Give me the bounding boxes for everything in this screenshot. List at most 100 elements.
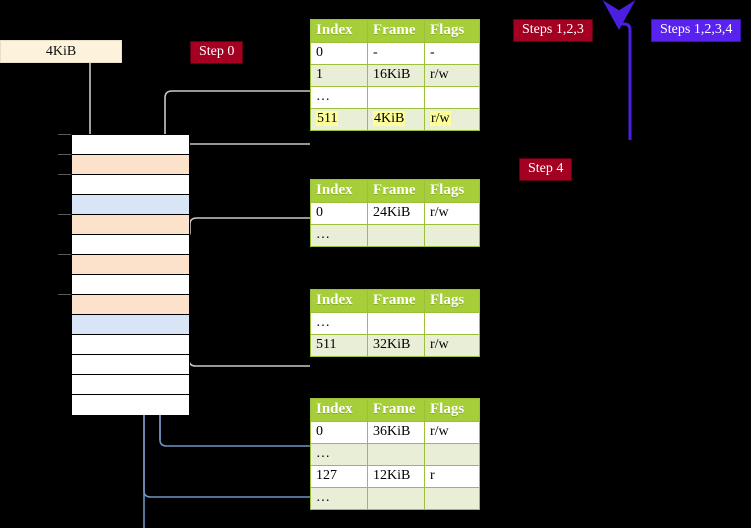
memory-row [72, 195, 189, 215]
memory-row [72, 215, 189, 235]
cell-index: … [310, 224, 368, 247]
cell-flags: r/w [424, 108, 480, 131]
cell-frame: 24KiB [367, 202, 425, 225]
cell-frame: 16KiB [367, 64, 425, 87]
table-header-row: Index Frame Flags [310, 289, 480, 313]
cell-index: … [310, 487, 368, 510]
memory-row [72, 175, 189, 195]
cell-index: … [310, 312, 368, 335]
cell-frame [367, 224, 425, 247]
memory-row [72, 355, 189, 375]
col-header-index: Index [310, 398, 368, 422]
col-header-index: Index [310, 19, 368, 43]
col-header-frame: Frame [367, 179, 425, 203]
highlighted-value: r/w [430, 111, 451, 126]
col-header-flags: Flags [424, 289, 480, 313]
memory-tick-0 [58, 134, 71, 135]
physical-memory-block [71, 134, 190, 415]
memory-tick-8 [58, 294, 71, 295]
memory-row [72, 335, 189, 355]
memory-row [72, 255, 189, 275]
cell-frame: 4KiB [367, 108, 425, 131]
cell-index: 127 [310, 465, 368, 488]
memory-size-text: 4KiB [45, 43, 77, 59]
arrow-steps-purple [602, 0, 636, 140]
memory-tick-2 [58, 174, 71, 175]
memory-row [72, 295, 189, 315]
table-row: … [310, 224, 480, 247]
cell-index: 511 [310, 108, 368, 131]
memory-tick-4 [58, 214, 71, 215]
table-row: 0-- [310, 42, 480, 65]
memory-row [72, 395, 189, 415]
col-header-flags: Flags [424, 179, 480, 203]
cell-frame: 32KiB [367, 334, 425, 357]
cell-flags: - [424, 42, 480, 65]
col-header-frame: Frame [367, 19, 425, 43]
col-header-index: Index [310, 289, 368, 313]
wire-table3-to-memory [174, 295, 310, 367]
memory-row [72, 235, 189, 255]
memory-row [72, 375, 189, 395]
cell-frame [367, 312, 425, 335]
col-header-flags: Flags [424, 398, 480, 422]
badge-steps-123: Steps 1,2,3 [513, 19, 593, 42]
cell-frame [367, 487, 425, 510]
cell-flags [424, 487, 480, 510]
cell-index: … [310, 443, 368, 466]
badge-step-4: Step 4 [519, 158, 573, 181]
highlighted-value: 4KiB [373, 111, 406, 126]
col-header-index: Index [310, 179, 368, 203]
wire-table2-to-memory [175, 217, 310, 253]
cell-index: 0 [310, 421, 368, 444]
table-row: … [310, 312, 480, 335]
cell-frame: 12KiB [367, 465, 425, 488]
table-header-row: Index Frame Flags [310, 398, 480, 422]
col-header-frame: Frame [367, 289, 425, 313]
memory-row [72, 155, 189, 175]
cell-frame: - [367, 42, 425, 65]
table-row: … [310, 487, 480, 510]
memory-size-label: 4KiB [0, 40, 122, 63]
cell-frame: 36KiB [367, 421, 425, 444]
wire-table4-row0 [159, 414, 310, 447]
cell-flags: r/w [424, 202, 480, 225]
cell-flags [424, 86, 480, 109]
col-header-flags: Flags [424, 19, 480, 43]
col-header-frame: Frame [367, 398, 425, 422]
badge-step-0: Step 0 [190, 41, 244, 64]
table-row: … [310, 86, 480, 109]
cell-index: 511 [310, 334, 368, 357]
table-row: … [310, 443, 480, 466]
cell-flags: r [424, 465, 480, 488]
table-header-row: Index Frame Flags [310, 179, 480, 203]
table-header-row: Index Frame Flags [310, 19, 480, 43]
memory-tick-1 [58, 154, 71, 155]
memory-row [72, 315, 189, 335]
badge-steps-1234: Steps 1,2,3,4 [651, 19, 742, 42]
cell-flags [424, 312, 480, 335]
wire-table4-row127 [143, 414, 310, 498]
cell-flags: r/w [424, 64, 480, 87]
cell-flags: r/w [424, 421, 480, 444]
cell-index: … [310, 86, 368, 109]
cell-flags [424, 224, 480, 247]
cell-flags: r/w [424, 334, 480, 357]
cell-index: 1 [310, 64, 368, 87]
table-row: 511 4KiB r/w [310, 108, 480, 131]
memory-row [72, 135, 189, 155]
cell-flags [424, 443, 480, 466]
